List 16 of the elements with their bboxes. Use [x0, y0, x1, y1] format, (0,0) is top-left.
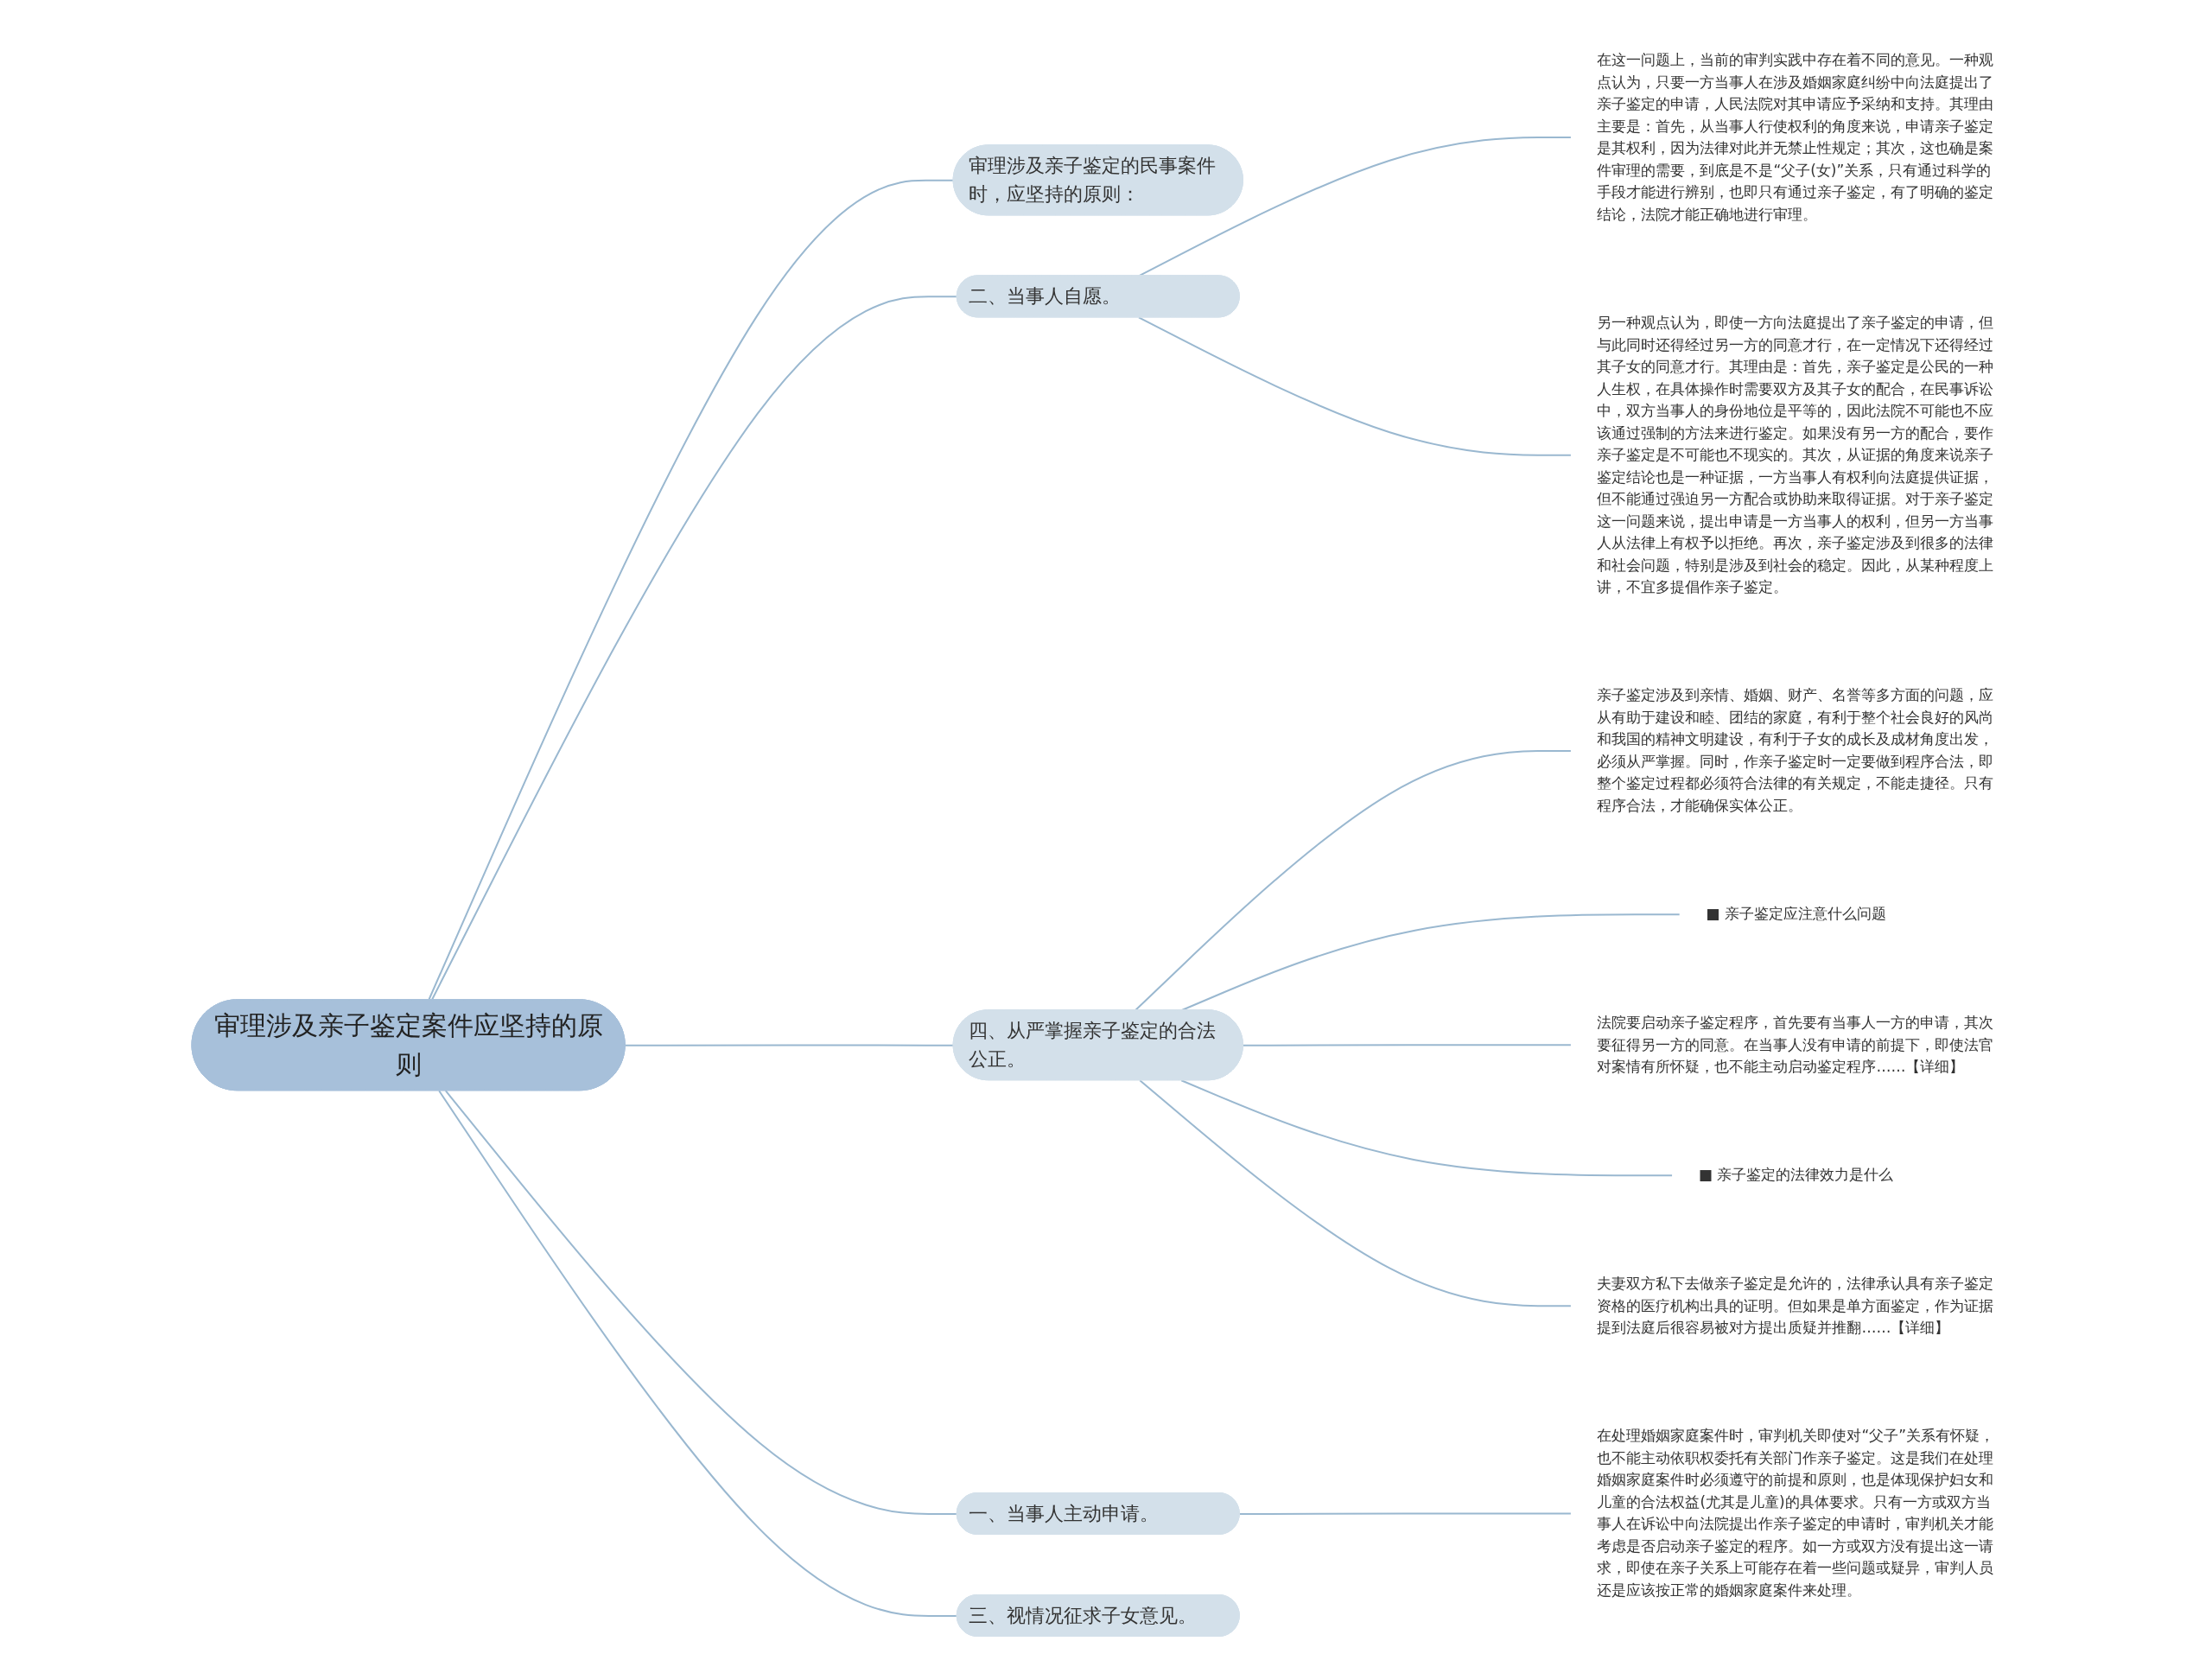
- connector: [1242, 1044, 1573, 1046]
- connector: [1137, 316, 1573, 456]
- node-text: 在这一问题上，当前的审判实践中存在着不同的意见。一种观点认为，只要一方当事人在涉及婚姻家庭纠纷中向法庭提出了亲子鉴定的申请，人民法院对其申请应予采纳和支持。其理由主要是：首先，从当事人行使权利的角度来说，申请亲子鉴定是其权利，因为法律对此并无禁止性规定；其次，这也确是案件审理的需要，到底是不是“父子(女)”关系，只有通过科学的手段才能进行辨别，也即只有通过亲子鉴定，有了明确的鉴定结论，法院才能正确地进行审理。: [1597, 51, 1994, 223]
- node-text: 夫妻双方私下去做亲子鉴定是允许的，法律承认具有亲子鉴定资格的医疗机构出具的证明。但如果是单方面鉴定，作为证据提到法庭后很容易被对方提出质疑并推翻……【详细】: [1597, 1275, 1994, 1337]
- node-text: ■ 亲子鉴定的法律效力是什么: [1698, 1166, 1893, 1184]
- node-text: 另一种观点认为，即使一方向法庭提出了亲子鉴定的申请，但与此同时还得经过另一方的同意才行，在一定情况下还得经过其子女的同意才行。其理由是：首先，亲子鉴定是公民的一种人生权，在具体操作时需要双方及其子女的配合，在民事诉讼中，双方当事人的身份地位是平等的，因此法院不可能也不应该通过强制的方法来进行鉴定。如果没有另一方的配合，要作亲子鉴定是不可能也不现实的。其次，从证据的角度来说亲子鉴定结论也是一种证据，一方当事人有权利向法庭提供证据，但不能通过强迫另一方配合或协助来取得证据。对于亲子鉴定这一问题来说，提出申请是一方当事人的权利，但另一方当事人从法律上有权予以拒绝。再次，亲子鉴定涉及到很多的法律和社会问题，特别是涉及到社会的稳定。因此，从某种程度上讲，不宜多提倡作亲子鉴定。: [1597, 314, 1994, 596]
- connector: [1137, 137, 1573, 277]
- node-text: 在处理婚姻家庭案件时，审判机关即使对“父子”关系有怀疑，也不能主动依职权委托有关部门作亲子鉴定。这是我们在处理婚姻家庭案件时必须遵守的前提和原则，也是体现保护妇女和儿童的合法权益(尤其是儿童)的具体要求。只有一方或双方当事人在诉讼中向法院提出作亲子鉴定的申请时，审判机关才能考虑是否启动亲子鉴定的程序。如一方或双方没有提出这一请求，即使在亲子关系上可能存在着一些问题或疑异，审判人员还是应该按正常的婚姻家庭案件来处理。: [1597, 1427, 1994, 1600]
- node-text: ■ 亲子鉴定应注意什么问题: [1705, 905, 1886, 923]
- connector: [444, 1090, 958, 1516]
- connector: [1139, 1079, 1573, 1307]
- connector: [1180, 1079, 1674, 1177]
- node-text: 法院要启动亲子鉴定程序，首先要有当事人一方的申请，其次要征得另一方的同意。在当事人没有申请的前提下，即使法官对案情有所怀疑，也不能主动启动鉴定程序……【详细】: [1597, 1014, 1994, 1076]
- node-text: 亲子鉴定涉及到亲情、婚姻、财产、名誉等多方面的问题，应从有助于建设和睦、团结的家庭，有利于整个社会良好的风尚和我国的精神文明建设，有利于子女的成长及成材角度出发，必须从严掌握。同时，作亲子鉴定时一定要做到程序合法，即整个鉴定过程都必须符合法律的有关规定，不能走捷径。只有程序合法，才能确保实体公正。: [1597, 686, 1994, 815]
- connector: [437, 1090, 958, 1618]
- connector: [1238, 1512, 1573, 1516]
